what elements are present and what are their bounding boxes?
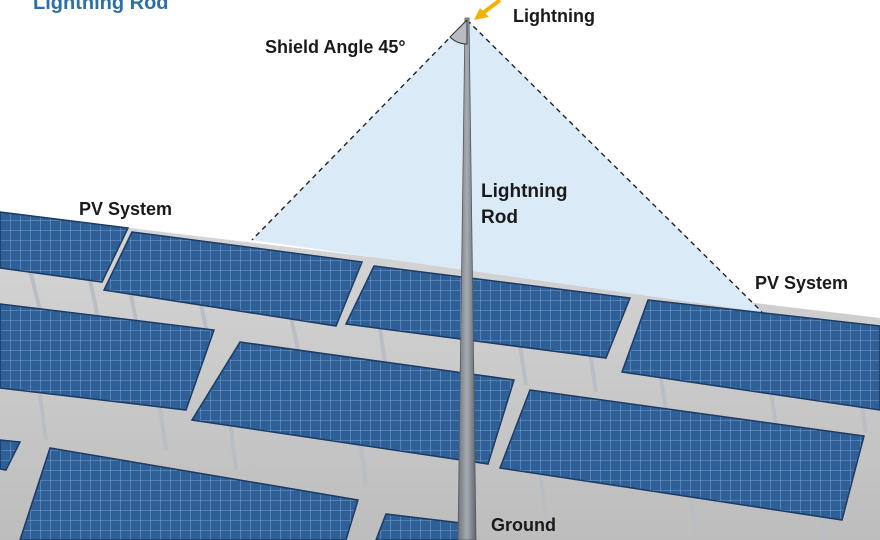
pv-panel — [0, 439, 22, 471]
pv-panel — [344, 265, 632, 393]
pv-system-label-right: PV System — [755, 273, 849, 293]
pv-system-label-left: PV System — [79, 199, 173, 219]
lightning-bolt-icon — [474, 0, 502, 20]
pv-panel — [0, 303, 216, 451]
pv-panel — [498, 389, 865, 540]
rod-label-line1: Lightning — [481, 181, 568, 202]
lightning-label: Lightning — [513, 6, 595, 26]
pv-panel — [0, 211, 130, 319]
ground-label: Ground — [491, 515, 556, 535]
shield-line-left — [251, 19, 468, 241]
pv-array-front — [0, 439, 471, 540]
lightning-rod-mast — [457, 17, 477, 540]
shield-line-right — [466, 19, 763, 313]
pv-panel — [375, 513, 471, 540]
pv-array-middle — [0, 303, 865, 540]
diagram-title: Lightning Rod — [33, 0, 169, 14]
angle-arc-icon — [449, 18, 468, 45]
pv-panel — [19, 447, 359, 540]
rod-label-line2: Rod — [481, 207, 518, 228]
protection-cone — [252, 20, 762, 312]
shield-angle-label: Shield Angle 45° — [265, 37, 406, 57]
pv-panel — [620, 299, 880, 433]
pv-array-back — [0, 211, 880, 433]
